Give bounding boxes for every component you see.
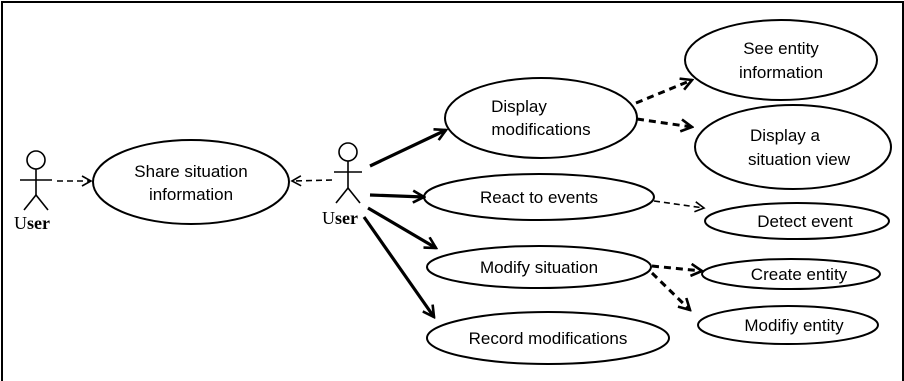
actor-leg-left: [335, 187, 349, 204]
actor-head: [338, 142, 358, 162]
include-arrow-situation-view: [636, 117, 692, 127]
actor-leg-right: [35, 194, 49, 211]
use-case-share-situation-information: Share situation information: [92, 139, 290, 225]
use-case-display-situation-view: Display a situation view: [694, 104, 892, 190]
use-case-label: Create entity: [751, 265, 848, 284]
use-case-label-line2: modifications: [491, 120, 590, 139]
actor-label-bold: ser: [27, 213, 50, 233]
actor-user-left: User: [14, 150, 52, 233]
use-case-record-modifications: Record modifications: [426, 311, 670, 365]
association-arrow-display-modifications: [369, 130, 446, 168]
use-case-display-modifications: Display modifications: [444, 77, 638, 159]
use-case-modify-situation: Modify situation: [426, 245, 652, 289]
use-case-label: Modifiy entity: [744, 316, 844, 335]
use-case-label: Detect event: [757, 212, 853, 231]
use-case-label-line1: See entity: [743, 39, 819, 58]
include-arrow-modify-entity: [650, 271, 690, 310]
include-arrow-create-entity: [651, 266, 702, 271]
use-case-label-line1: Display a: [750, 126, 820, 145]
actor-label-prefix: U: [14, 213, 27, 233]
actor-user-center: User: [322, 142, 362, 228]
actor-leg-right: [347, 187, 361, 204]
use-case-label-line2: information: [739, 63, 823, 82]
use-case-create-entity: Create entity: [701, 258, 881, 290]
actor-leg-left: [23, 194, 37, 211]
actor-label: User: [322, 208, 358, 228]
use-case-label-line2: information: [149, 185, 233, 204]
use-case-label-line2: situation view: [748, 150, 851, 169]
use-case-react-to-events: React to events: [423, 173, 655, 221]
use-case-label: Record modifications: [469, 329, 628, 348]
use-case-label: React to events: [480, 188, 598, 207]
use-case-label: Modify situation: [480, 258, 598, 277]
include-arrow-see-entity: [635, 80, 692, 105]
association-arrow-record-modifications: [362, 216, 434, 317]
use-case-label-line1: Share situation: [134, 162, 247, 181]
use-case-detect-event: Detect event: [704, 202, 890, 240]
actor-label-bold: ser: [335, 208, 358, 228]
actor-label: User: [14, 213, 50, 233]
association-arrow-react-to-events: [369, 195, 424, 197]
include-arrow-detect-event: [653, 200, 706, 213]
use-case-modify-entity: Modifiy entity: [697, 305, 879, 345]
association-arrow-modify-situation: [367, 206, 436, 250]
dependency-arrow-center-actor-share: [290, 175, 333, 187]
actor-label-prefix: U: [322, 208, 335, 228]
use-case-see-entity-information: See entity information: [684, 19, 878, 101]
actor-head: [26, 150, 46, 170]
use-case-label-line1: Display: [491, 97, 547, 116]
